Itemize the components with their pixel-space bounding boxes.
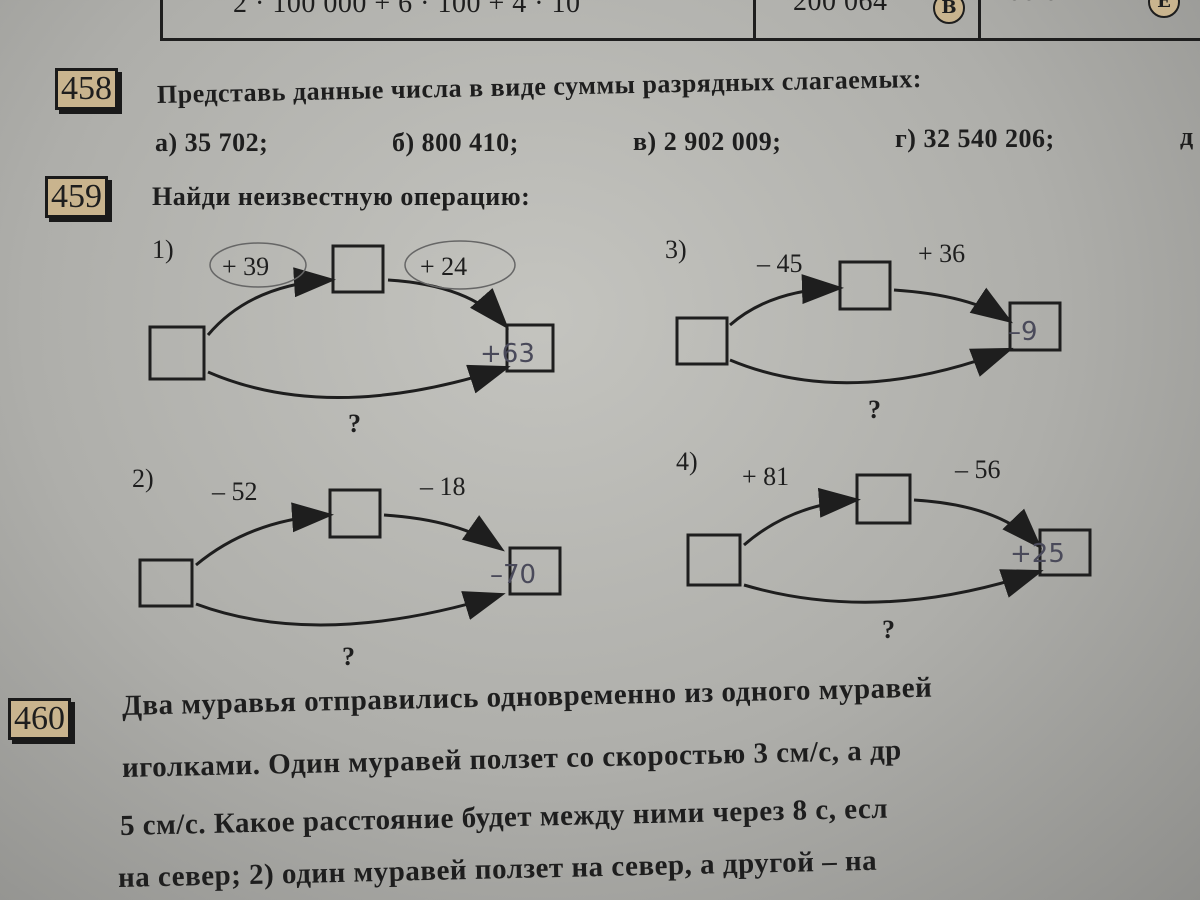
diagram-3-arrow-1 [729,274,844,327]
diagram-4-end-box [1038,528,1092,577]
diagram-1-arrow-2 [387,278,509,330]
task-number-458: 458 [55,68,118,110]
table-value-2: 200 0 [993,0,1059,8]
task-458-item-a: а) 35 702; [155,128,269,157]
diagram-4-start-box [686,533,742,587]
diagram-4-arrow-direct [743,569,1044,604]
diagram-3-op1: – 45 [756,249,803,278]
diagram-2-arrow-direct [195,591,506,627]
task-458-item-g: г) 32 540 206; [895,124,1055,153]
diagram-1-middle-box [331,244,385,294]
diagram-4-arrow-1 [743,487,861,547]
diagram-3-unknown: ? [868,395,881,424]
diagram-1-start-box [148,325,206,381]
diagram-2-handwritten: –70 [490,560,536,590]
diagram-1-arrow-1 [206,267,336,336]
diagram-4-middle-box [855,473,912,525]
diagram-2-label: 2) [132,464,154,493]
diagram-1-unknown: ? [348,409,361,438]
diagram-1-op1: + 39 [222,252,269,281]
task-458-item-d: д [1180,122,1194,151]
diagram-4-unknown: ? [882,615,895,644]
diagram-2-end-box [508,546,562,596]
task-458-item-b: б) 800 410; [392,128,519,157]
task-number-460: 460 [8,698,71,740]
diagram-4-arrow-2 [913,498,1043,550]
task-458-item-v: в) 2 902 009; [633,127,782,156]
table-divider [753,0,756,38]
diagram-3-op2: + 36 [918,239,965,268]
table-divider [978,0,981,38]
diagram-3-label: 3) [665,235,687,264]
table-value: 200 064 [793,0,888,17]
task-number-459: 459 [45,176,108,218]
diagram-1-handwritten: +63 [480,339,535,369]
diagram-4-handwritten: +25 [1010,539,1065,569]
diagram-2-unknown: ? [342,642,355,671]
diagram-4-op2: – 56 [954,455,1001,484]
diagram-1-end-box [505,323,555,373]
diagram-2-start-box [138,558,194,608]
diagram-2-arrow-1 [195,502,334,567]
diagram-1-label: 1) [152,235,174,264]
letter-badge-v: В [933,0,965,24]
diagram-2-arrow-2 [383,513,505,552]
task-459-prompt: Найди неизвестную операцию: [152,182,531,211]
diagram-4-op1: + 81 [742,462,789,491]
diagram-3-arrow-direct [729,347,1014,385]
diagram-2-op1: – 52 [211,477,258,506]
diagram-1-op2: + 24 [420,252,467,281]
diagram-2-op2: – 18 [419,472,466,501]
diagram-4-label: 4) [676,447,698,476]
table-expression: 2 · 100 000 + 6 · 100 + 4 · 10 [233,0,581,19]
answer-table: 2 · 100 000 + 6 · 100 + 4 · 10 200 064 В… [160,0,1200,41]
diagram-1-arrow-direct [207,364,511,399]
diagram-3-start-box [675,316,729,366]
diagram-3-handwritten: –9 [1008,317,1038,347]
diagram-2-middle-box [328,488,382,539]
diagram-3-arrow-2 [893,287,1014,324]
diagram-3-middle-box [838,260,892,311]
diagram-3-end-box [1008,301,1062,352]
